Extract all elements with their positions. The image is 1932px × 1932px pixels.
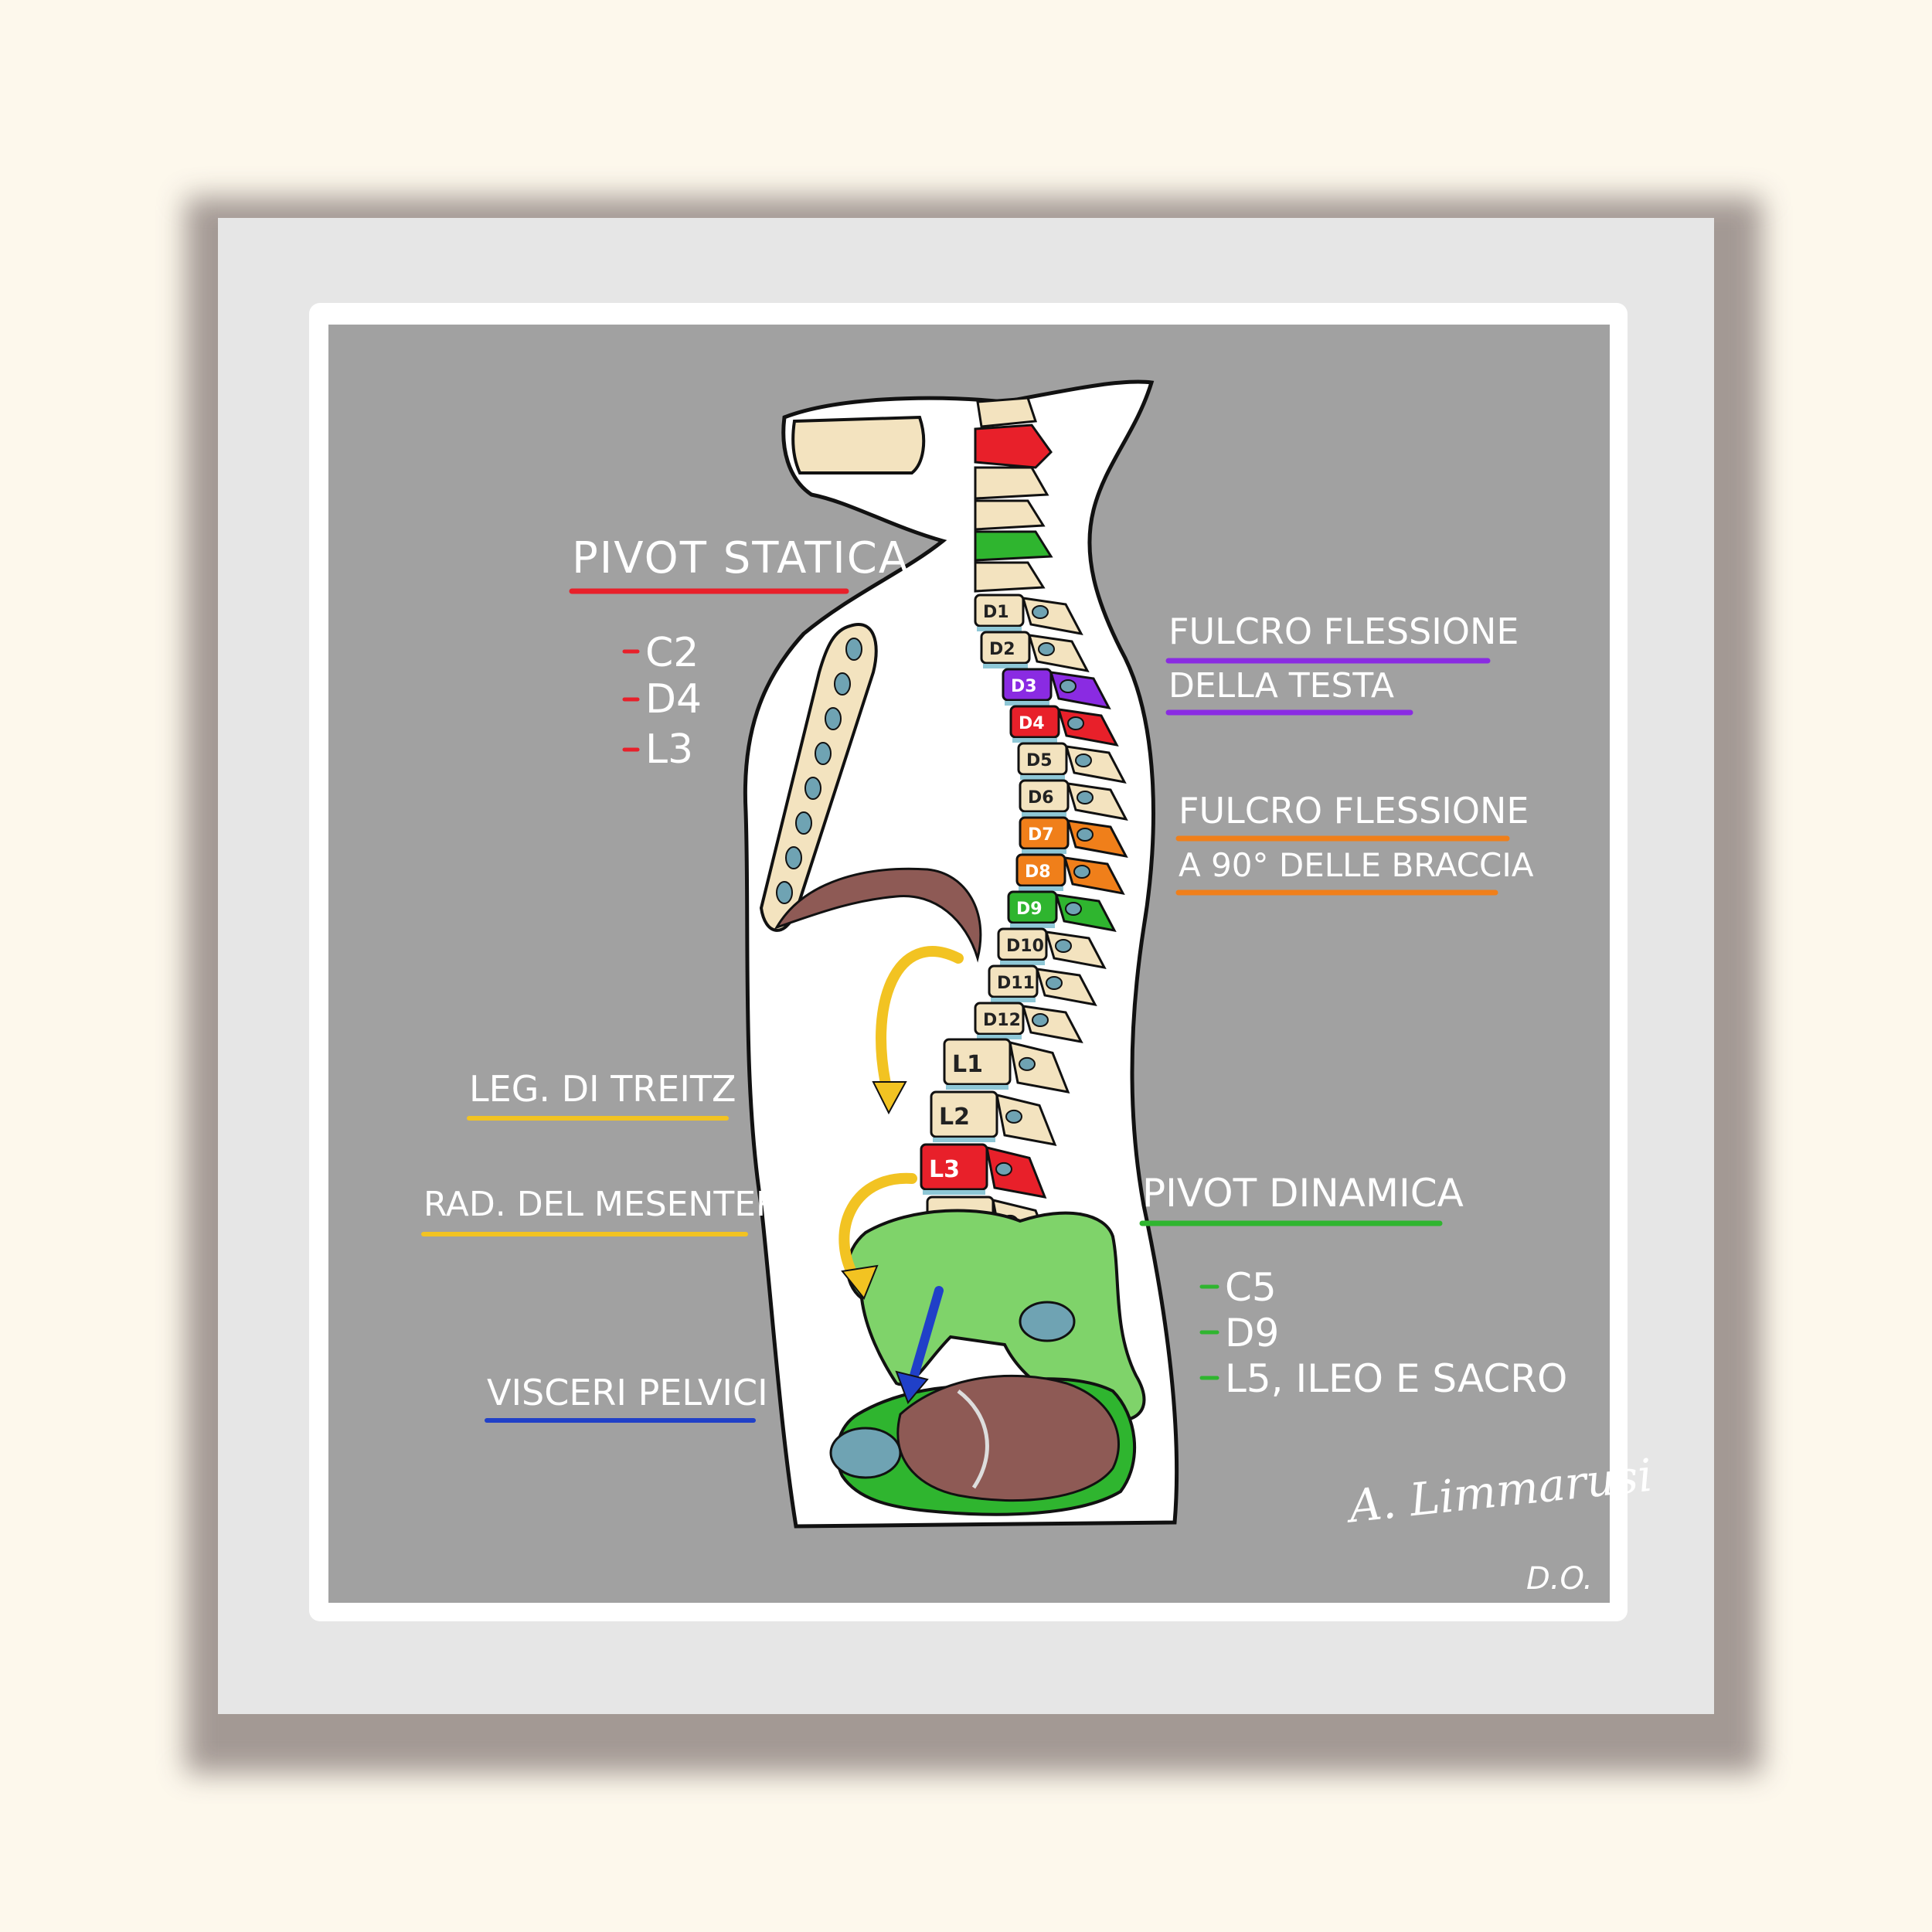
label-fulcro-testa-2: DELLA TESTA [1168,666,1394,706]
dinamica-item-l5: L5, ILEO E SACRO [1225,1356,1568,1401]
cervical-spine [974,396,1053,593]
vertebra-d4: D4 [1009,705,1119,747]
label-visceri-pelvici: VISCERI PELVICI [487,1372,768,1413]
vertebra-d9: D9 [1007,890,1117,933]
statica-item-c2: C2 [645,630,699,676]
vertebra-label-d9: D9 [1016,900,1043,919]
vertebra-l1: L1 [943,1038,1070,1094]
dinamica-item-c5: C5 [1225,1265,1277,1310]
label-pivot-dinamica: PIVOT DINAMICA [1142,1171,1464,1216]
label-fulcro-testa-1: FULCRO FLESSIONE [1168,611,1519,652]
vertebra-label-d2: D2 [989,640,1015,659]
vertebra-label-d10: D10 [1006,937,1044,956]
vertebra-d7: D7 [1019,816,1128,859]
vertebra-l2: L2 [930,1090,1057,1146]
arm-stump [791,415,926,474]
vertebra-l3: L3 [920,1143,1047,1199]
label-pivot-statica: PIVOT STATICA [572,533,910,583]
vertebra-d5: D5 [1017,742,1127,784]
label-fulcro-braccia-2: A 90° DELLE BRACCIA [1179,846,1534,884]
vertebra-label-d11: D11 [997,974,1035,993]
vertebra-label-d5: D5 [1026,751,1053,770]
vertebra-d11: D11 [988,964,1097,1007]
pelvic-viscera [896,1374,1120,1502]
vertebra-d6: D6 [1019,779,1128,821]
visceri-arrow [907,1286,944,1388]
vertebra-label-d6: D6 [1028,788,1054,808]
dinamica-item-d9: D9 [1225,1311,1280,1355]
vertebra-label-d7: D7 [1028,825,1054,845]
vertebra-label-l2: L2 [939,1104,970,1131]
label-rad-mesentere: RAD. DEL MESENTERE [423,1185,801,1224]
vertebra-d12: D12 [974,1002,1083,1044]
pubis [829,1427,902,1479]
vertebra-label-l3: L3 [929,1156,960,1183]
acetabulum [1019,1301,1076,1342]
vertebra-label-d1: D1 [983,603,1009,622]
vertebra-label-d4: D4 [1019,714,1045,733]
vertebra-d2: D2 [980,631,1090,673]
label-leg-treitz: LEG. DI TREITZ [469,1068,736,1110]
dinamica-dashes [1199,1284,1219,1380]
vertebra-label-l1: L1 [952,1051,983,1078]
treitz-arrow [876,946,964,1103]
label-fulcro-braccia-1: FULCRO FLESSIONE [1179,790,1529,832]
diaphragm [774,867,982,963]
signature-title: D.O. [1526,1561,1594,1597]
vertebra-d10: D10 [997,927,1107,970]
vertebra-d3: D3 [1002,668,1111,710]
vertebra-label-d8: D8 [1025,862,1051,882]
vertebra-label-d3: D3 [1011,677,1037,696]
vertebra-d1: D1 [974,594,1083,636]
statica-item-d4: D4 [645,676,702,723]
statica-dashes [622,649,640,752]
statica-item-l3: L3 [645,726,694,773]
vertebra-label-d12: D12 [983,1011,1021,1030]
vertebra-d8: D8 [1015,853,1125,896]
mesentery-arrow [838,1172,917,1288]
